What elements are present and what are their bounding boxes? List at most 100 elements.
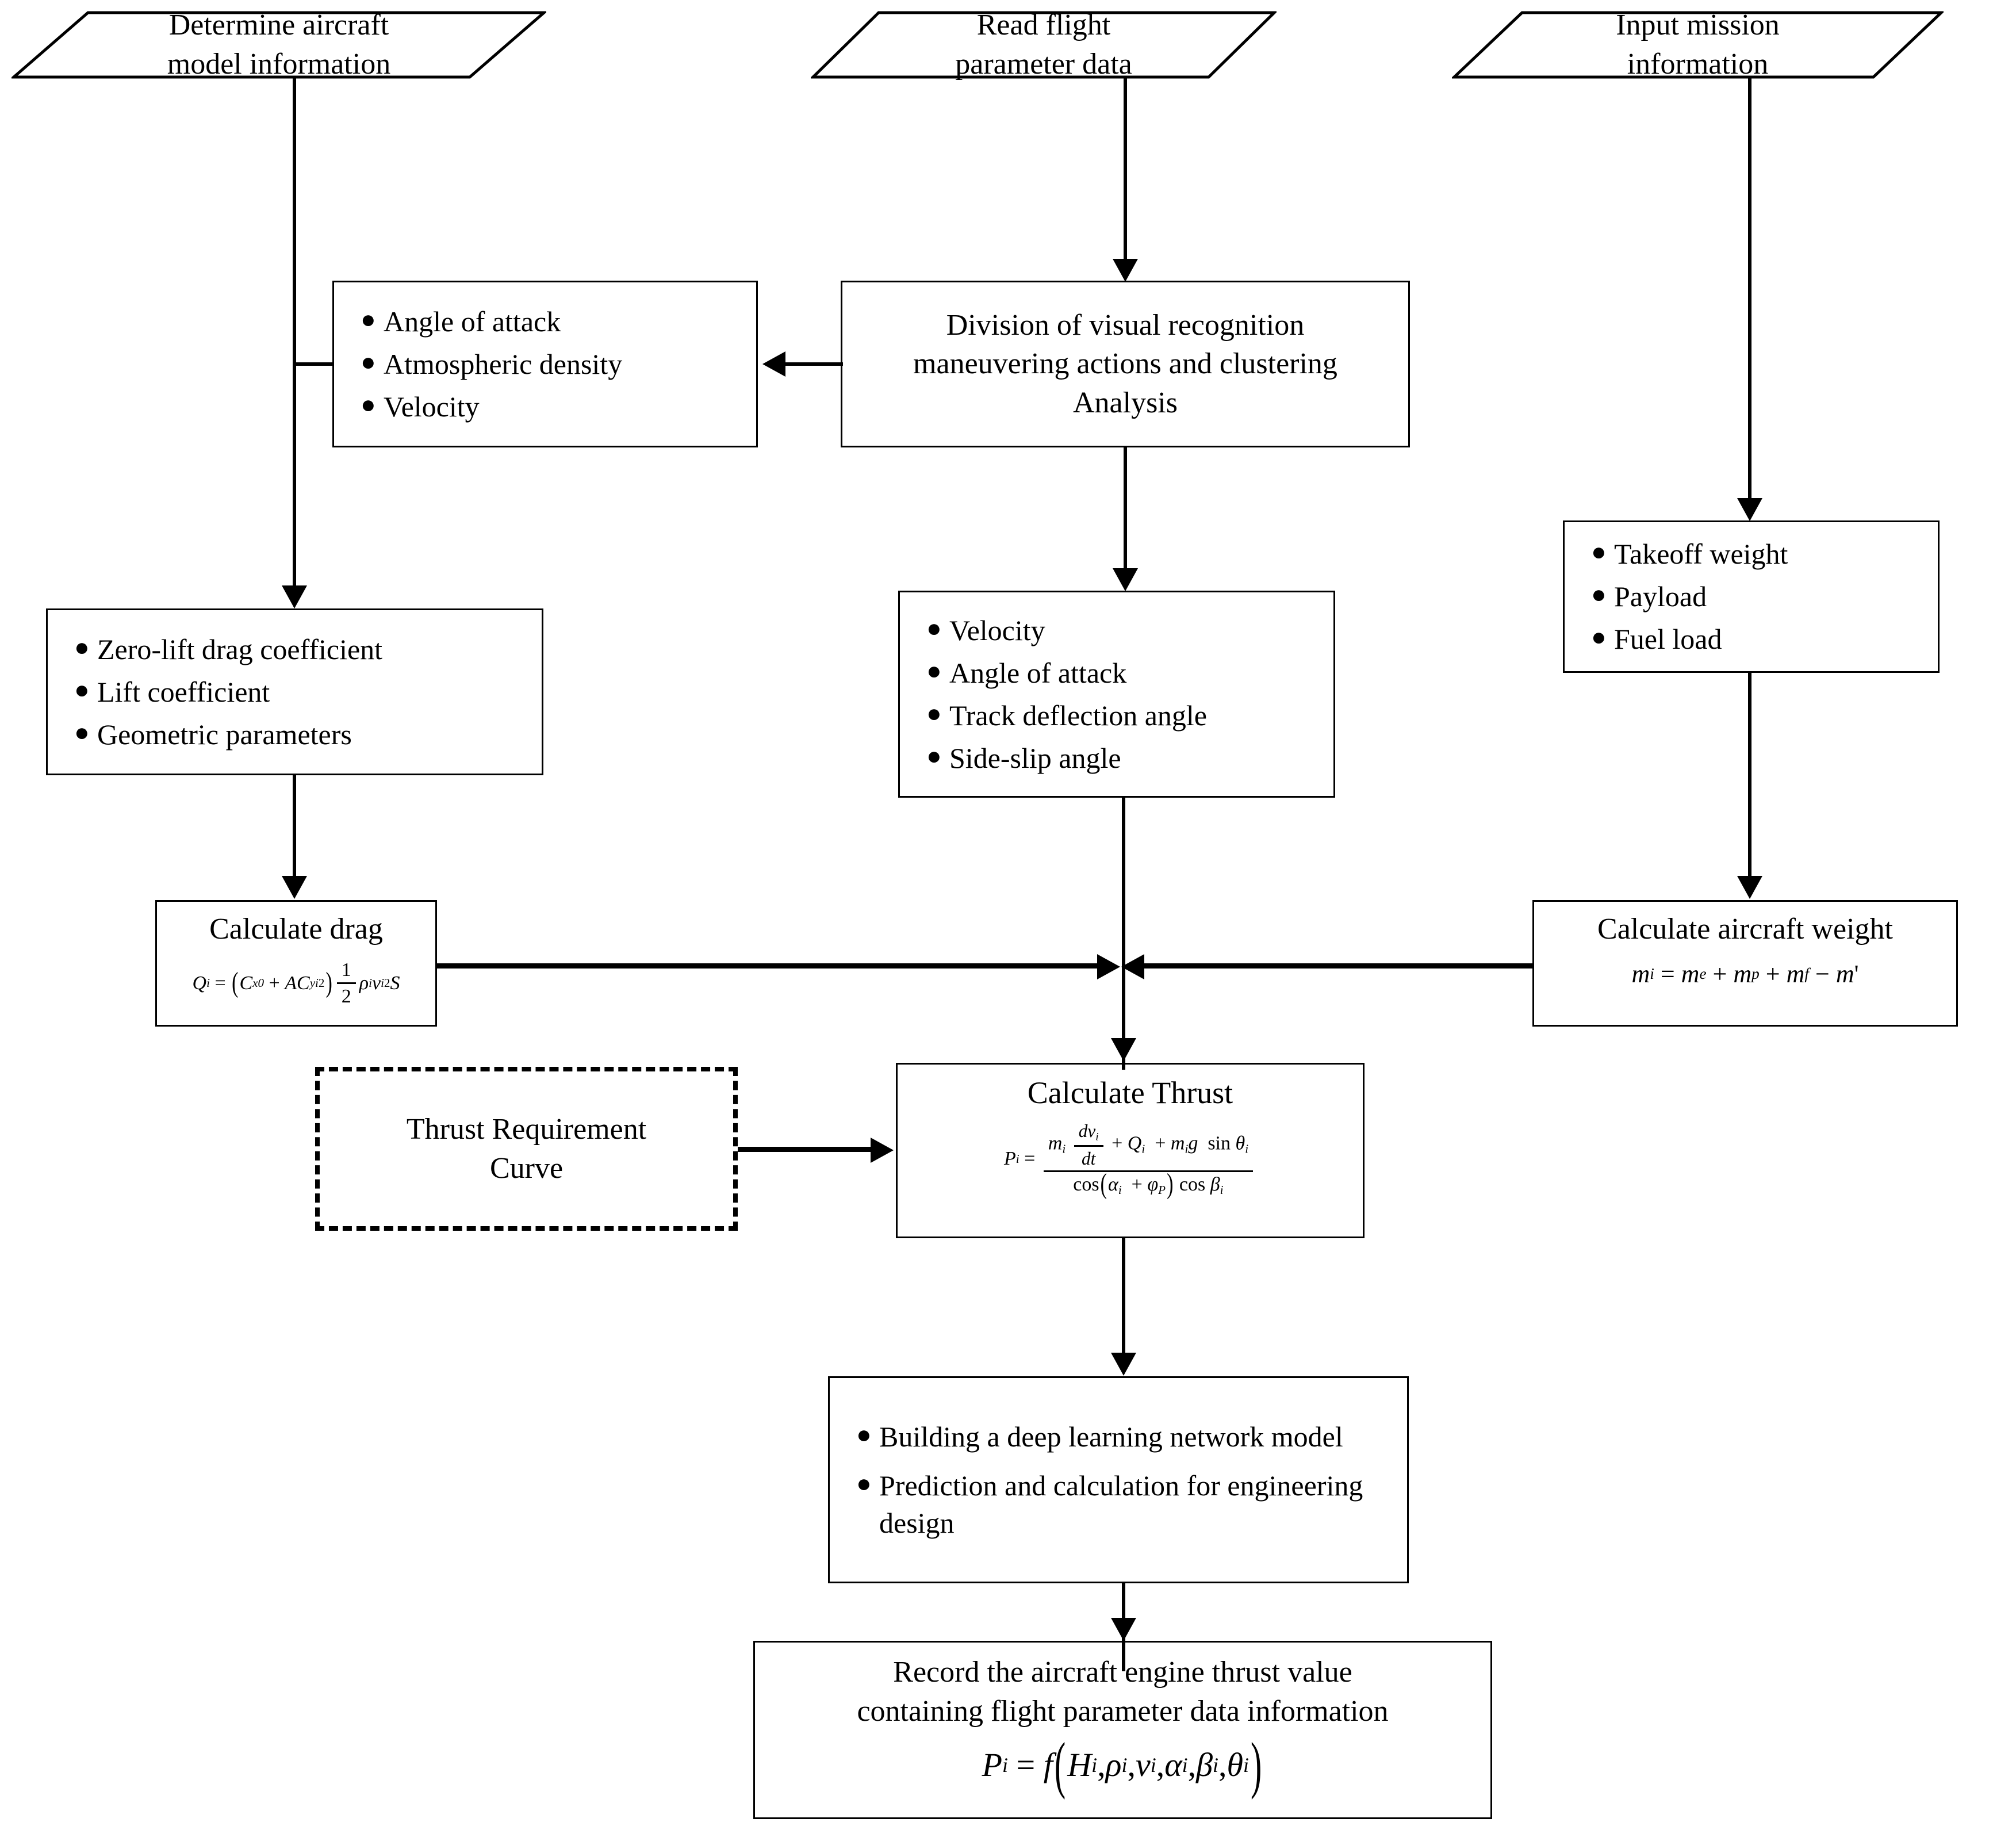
edge-flight-parameters-to-junction xyxy=(1122,797,1125,1070)
edge-read-flight-to-division xyxy=(1124,77,1127,260)
edge-weights-to-calculate-weight xyxy=(1748,672,1751,879)
list-item: ● Lift coefficient xyxy=(48,673,542,711)
edge-division-to-flight-parameters xyxy=(1124,446,1127,571)
list-item: ● Velocity xyxy=(900,612,1333,649)
node-label: Record the aircraft engine thrust value … xyxy=(857,1656,1389,1728)
list-item: ● Building a deep learning network model xyxy=(830,1418,1407,1456)
list-item: ● Takeoff weight xyxy=(1565,535,1938,573)
arrowhead-down xyxy=(282,585,307,608)
list-item-label: Side-slip angle xyxy=(949,741,1121,774)
list-item-label: Track deflection angle xyxy=(949,699,1207,732)
list-item: ● Side-slip angle xyxy=(900,740,1333,777)
list-item: ● Payload xyxy=(1565,578,1938,615)
edge-division-to-atmospheric-list xyxy=(785,362,843,366)
list-item: ● Prediction and calculation for enginee… xyxy=(830,1467,1407,1542)
list-item-label: Atmospheric density xyxy=(384,347,623,380)
bullet-list: ● Building a deep learning network model… xyxy=(818,1407,1419,1553)
edge-branch-to-atmospheric-list xyxy=(293,362,334,366)
node-label: Division of visual recognition maneuveri… xyxy=(913,308,1337,419)
list-item-label: Building a deep learning network model xyxy=(879,1420,1343,1453)
arrowhead-left xyxy=(762,351,785,377)
arrowhead-down xyxy=(282,876,307,899)
arrowhead-down xyxy=(1111,1038,1136,1061)
list-item-label: Velocity xyxy=(384,390,480,423)
node-read-flight-parameter-data[interactable]: Read flight parameter data xyxy=(811,9,1277,81)
list-item-label: Takeoff weight xyxy=(1614,538,1788,570)
node-thrust-requirement-curve[interactable]: Thrust Requirement Curve xyxy=(315,1067,738,1231)
list-item: ● Geometric parameters xyxy=(48,716,542,753)
parallelogram-shape xyxy=(811,11,1277,79)
list-item-label: Payload xyxy=(1614,580,1707,613)
bullet-list: ● Zero-lift drag coefficient ● Lift coef… xyxy=(48,626,542,759)
list-item-label: Prediction and calculation for engineeri… xyxy=(879,1469,1363,1539)
arrowhead-down xyxy=(1111,1618,1136,1641)
node-deep-learning-list[interactable]: ● Building a deep learning network model… xyxy=(828,1376,1409,1583)
list-item: ● Velocity xyxy=(334,388,756,426)
node-atmospheric-parameters-list[interactable]: ● Angle of attack ● Atmospheric density … xyxy=(332,281,758,447)
node-drag-coefficients-list[interactable]: ● Zero-lift drag coefficient ● Lift coef… xyxy=(46,608,543,775)
node-title: Calculate aircraft weight xyxy=(1597,913,1893,945)
bullet-icon: ● xyxy=(361,390,376,419)
list-item-label: Angle of attack xyxy=(949,656,1127,689)
bullet-icon: ● xyxy=(361,305,376,334)
arrowhead-down xyxy=(1111,1353,1136,1376)
list-item: ● Angle of attack xyxy=(334,303,756,340)
bullet-icon: ● xyxy=(1591,580,1607,608)
edge-input-mission-to-weights xyxy=(1748,77,1751,500)
bullet-icon: ● xyxy=(926,614,942,642)
node-label: Read flight parameter data xyxy=(955,9,1132,81)
list-item-label: Fuel load xyxy=(1614,623,1722,655)
parallelogram-shape xyxy=(12,11,546,79)
node-input-mission-information[interactable]: Input mission information xyxy=(1452,9,1944,81)
bullet-icon: ● xyxy=(74,718,90,747)
node-title: Calculate drag xyxy=(209,913,383,945)
arrowhead-down xyxy=(1737,498,1762,521)
list-item-label: Lift coefficient xyxy=(97,675,270,708)
node-label: Input mission information xyxy=(1616,9,1780,81)
arrowhead-down xyxy=(1113,568,1138,591)
edge-coefficients-to-calculate-drag xyxy=(293,774,296,878)
bullet-icon: ● xyxy=(926,656,942,685)
bullet-icon: ● xyxy=(926,699,942,728)
node-flight-parameters-list[interactable]: ● Velocity ● Angle of attack ● Track def… xyxy=(898,591,1335,798)
edge-calculate-weight-to-junction xyxy=(1144,963,1534,968)
bullet-icon: ● xyxy=(926,741,942,770)
bullet-icon: ● xyxy=(74,675,90,704)
list-item: ● Fuel load xyxy=(1565,621,1938,658)
edge-thrust-curve-to-calculate-thrust xyxy=(738,1147,873,1152)
node-title: Calculate Thrust xyxy=(1027,1075,1233,1110)
bullet-icon: ● xyxy=(1591,623,1607,651)
arrowhead-down xyxy=(1113,259,1138,282)
edge-calculate-thrust-to-deep-learning xyxy=(1122,1237,1125,1355)
list-item: ● Zero-lift drag coefficient xyxy=(48,631,542,668)
node-division-visual-recognition[interactable]: Division of visual recognition maneuveri… xyxy=(841,281,1410,447)
bullet-list: ● Angle of attack ● Atmospheric density … xyxy=(334,298,756,431)
list-item-label: Velocity xyxy=(949,614,1045,646)
parallelogram-shape xyxy=(1452,11,1944,79)
bullet-icon: ● xyxy=(856,1469,872,1498)
node-label: Thrust Requirement Curve xyxy=(406,1112,647,1185)
list-item-label: Zero-lift drag coefficient xyxy=(97,633,383,665)
node-label: Determine aircraft model information xyxy=(167,9,391,81)
list-item-label: Angle of attack xyxy=(384,305,561,338)
edge-determine-model-to-coefficients xyxy=(293,77,296,587)
bullet-icon: ● xyxy=(361,347,376,376)
node-determine-aircraft-model[interactable]: Determine aircraft model information xyxy=(12,9,546,81)
node-mission-weights-list[interactable]: ● Takeoff weight ● Payload ● Fuel load xyxy=(1563,520,1940,673)
list-item: ● Angle of attack xyxy=(900,654,1333,692)
edge-calculate-drag-to-junction xyxy=(435,963,1102,968)
bullet-list: ● Velocity ● Angle of attack ● Track def… xyxy=(900,607,1333,782)
arrowhead-down xyxy=(1737,876,1762,899)
list-item: ● Atmospheric density xyxy=(334,346,756,383)
arrowhead-right xyxy=(1097,954,1120,979)
bullet-icon: ● xyxy=(856,1420,872,1449)
bullet-icon: ● xyxy=(1591,538,1607,566)
bullet-list: ● Takeoff weight ● Payload ● Fuel load xyxy=(1565,530,1938,663)
bullet-icon: ● xyxy=(74,633,90,661)
